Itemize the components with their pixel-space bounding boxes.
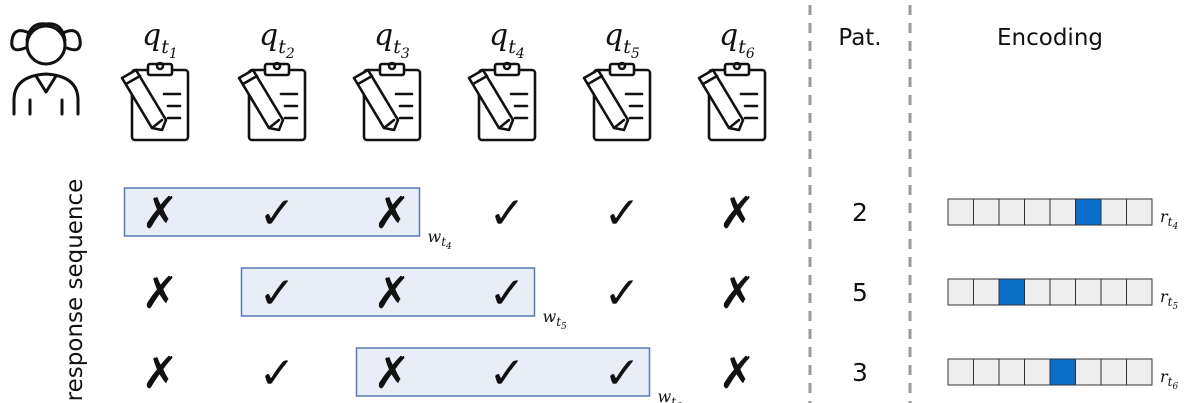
encoding-cell — [1100, 198, 1127, 226]
question-label: qt6 — [719, 18, 755, 62]
wrong-mark: ✗ — [374, 268, 411, 319]
wrong-mark: ✗ — [142, 348, 179, 399]
encoding-cell — [1100, 278, 1127, 306]
correct-mark: ✓ — [604, 268, 641, 319]
pattern-column-header: Pat. — [838, 25, 881, 51]
response-row: wt4 ✗ ✓ ✗ ✓ ✓ ✗ 2 rt4 — [123, 187, 1178, 252]
encoding-label: rt5 — [1160, 287, 1178, 312]
correct-mark: ✓ — [604, 188, 641, 239]
correct-mark: ✓ — [489, 188, 526, 239]
wrong-mark: ✗ — [719, 348, 756, 399]
encoding-cell — [998, 358, 1025, 386]
pattern-value: 3 — [852, 358, 868, 387]
encoding-cell — [1126, 278, 1153, 306]
question-label: qt1 — [142, 18, 178, 62]
clipboard-pencil-icon — [697, 61, 767, 142]
one-hot-encoding-vector — [947, 278, 1153, 306]
sliding-window-box — [123, 187, 421, 237]
encoding-cell — [973, 278, 1000, 306]
window-label: wt6 — [658, 387, 683, 403]
response-row: wt5 ✗ ✓ ✗ ✓ ✓ ✗ 5 rt5 — [142, 267, 1178, 332]
question-label: qt3 — [374, 18, 410, 62]
encoding-cell — [947, 358, 974, 386]
response-sequence-label: response sequence — [62, 179, 88, 402]
pattern-value: 5 — [852, 278, 868, 307]
response-row: wt6 ✗ ✓ ✗ ✓ ✓ ✗ 3 rt6 — [142, 347, 1178, 403]
clipboard-pencil-icon — [467, 61, 537, 142]
sliding-window-box — [355, 347, 651, 397]
encoding-cell — [1024, 198, 1051, 226]
window-label: wt4 — [428, 227, 453, 252]
encoding-cell — [1126, 198, 1153, 226]
encoding-cell — [1049, 198, 1076, 226]
wrong-mark: ✗ — [719, 268, 756, 319]
response-rows: wt4 ✗ ✓ ✗ ✓ ✓ ✗ 2 rt4 wt5 ✗ ✓ ✗ ✓ ✓ ✗ 5 rt5 wt6 ✗ ✓ ✗ ✓ ✓ ✗ 3 rt6 — [123, 187, 1178, 403]
clipboard-pencil-icon — [582, 61, 652, 142]
sliding-window-box — [240, 267, 536, 317]
encoding-label: rt4 — [1160, 207, 1178, 232]
pattern-value: 2 — [852, 198, 868, 227]
encoding-cell-active — [998, 278, 1025, 306]
question-headers: qt1 qt2 qt3 qt4 qt5 qt6 — [120, 18, 767, 142]
one-hot-encoding-vector — [947, 358, 1153, 386]
one-hot-encoding-vector — [947, 198, 1153, 226]
encoding-cell — [1024, 358, 1051, 386]
question-label: qt2 — [259, 18, 295, 62]
wrong-mark: ✗ — [142, 188, 179, 239]
correct-mark: ✓ — [604, 348, 641, 399]
question-label: qt5 — [604, 18, 640, 62]
clipboard-pencil-icon — [120, 61, 190, 142]
correct-mark: ✓ — [259, 268, 296, 319]
encoding-cell — [947, 198, 974, 226]
encoding-column-header: Encoding — [997, 25, 1103, 51]
clipboard-pencil-icon — [237, 61, 307, 142]
encoding-cell — [1049, 278, 1076, 306]
window-label: wt5 — [543, 307, 568, 332]
encoding-cell — [1100, 358, 1127, 386]
question-label: qt4 — [489, 18, 525, 62]
encoding-cell — [1126, 358, 1153, 386]
correct-mark: ✓ — [489, 348, 526, 399]
encoding-cell — [1024, 278, 1051, 306]
encoding-cell — [1075, 278, 1102, 306]
wrong-mark: ✗ — [374, 188, 411, 239]
encoding-cell — [1075, 358, 1102, 386]
encoding-cell — [947, 278, 974, 306]
wrong-mark: ✗ — [719, 188, 756, 239]
clipboard-pencil-icon — [352, 61, 422, 142]
encoding-cell-active — [1049, 358, 1076, 386]
wrong-mark: ✗ — [374, 348, 411, 399]
encoding-cell-active — [1075, 198, 1102, 226]
encoding-cell — [973, 198, 1000, 226]
wrong-mark: ✗ — [142, 268, 179, 319]
correct-mark: ✓ — [259, 188, 296, 239]
encoding-label: rt6 — [1160, 367, 1178, 392]
encoding-cell — [973, 358, 1000, 386]
correct-mark: ✓ — [259, 348, 296, 399]
encoding-cell — [998, 198, 1025, 226]
correct-mark: ✓ — [489, 268, 526, 319]
student-icon — [10, 22, 82, 116]
